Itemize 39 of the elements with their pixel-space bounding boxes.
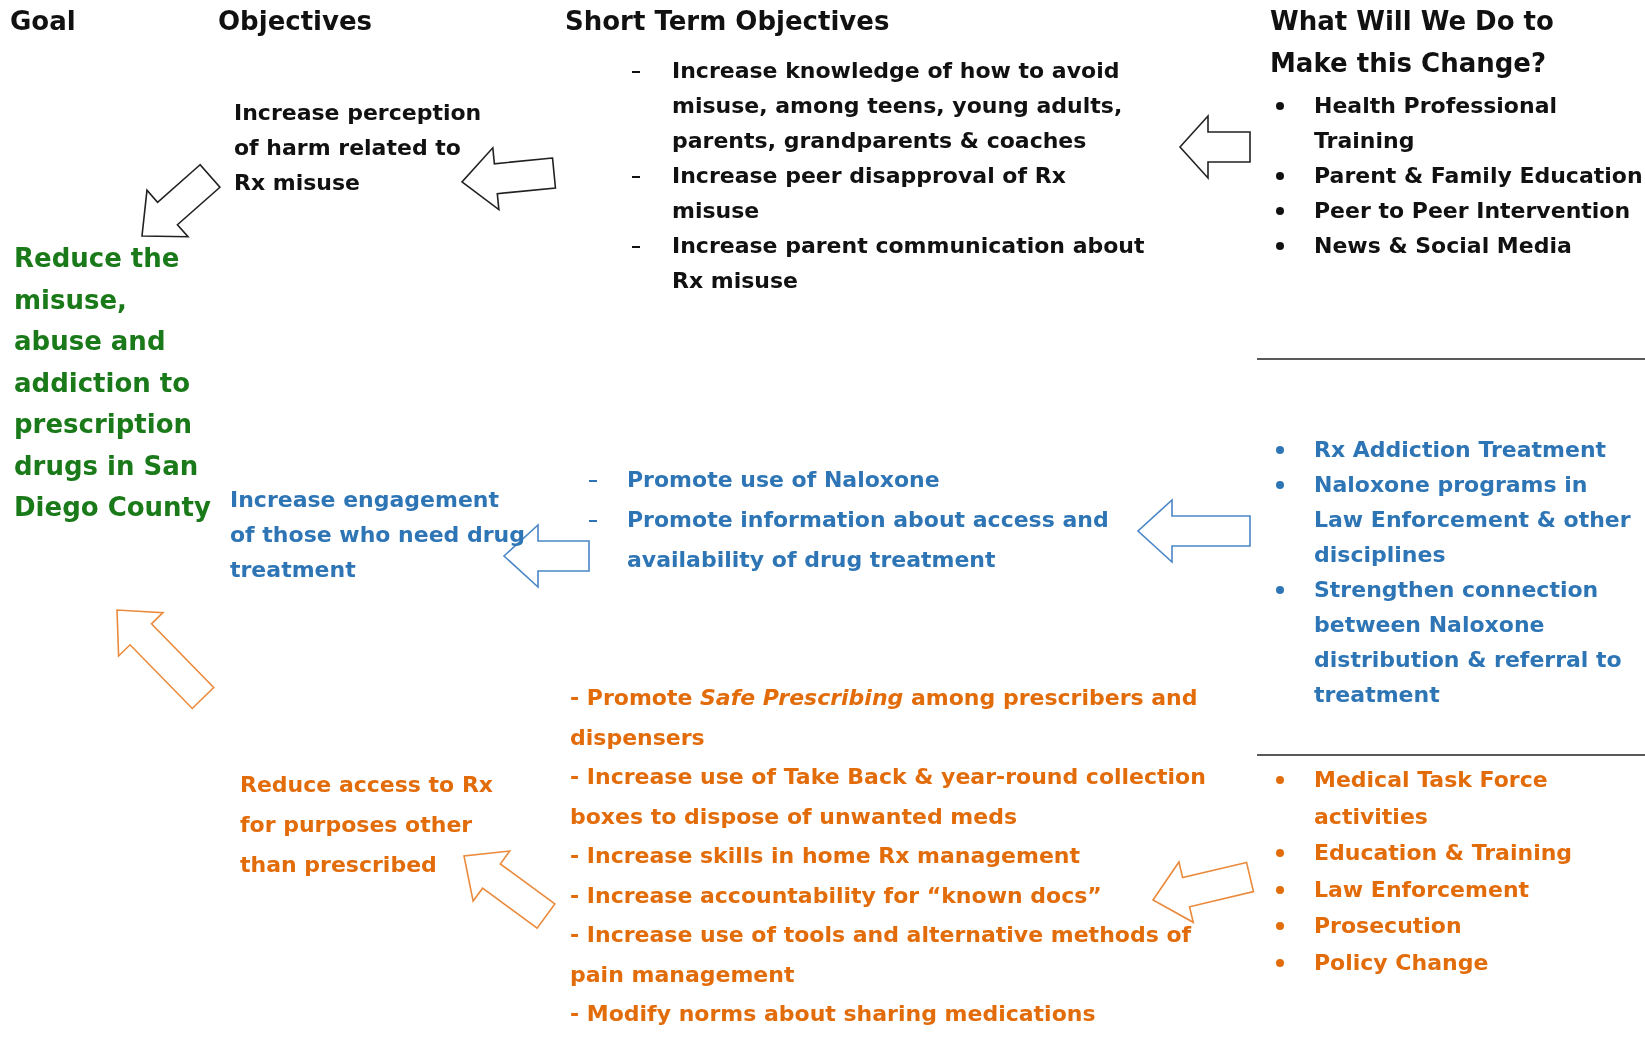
goal-text: Reduce the misuse, abuse and addiction to prescription drugs in San Diego County [14, 238, 214, 529]
list-item: - Increase skills in home Rx management [570, 842, 1081, 870]
list-item: Rx Addiction Treatment [1314, 436, 1608, 464]
list-item: Promote information about access and availability of drug treatment [627, 506, 1110, 574]
column-heading: Short Term Objectives [565, 5, 890, 38]
list-item: Parent & Family Education [1314, 162, 1644, 190]
block-arrow [460, 145, 557, 212]
block-arrow [502, 523, 590, 589]
list-item: - Modify norms about sharing medications [570, 1000, 1097, 1028]
list-item: Increase peer disapproval of Rx misuse [672, 162, 1067, 225]
list-item: Peer to Peer Intervention [1314, 197, 1632, 225]
list-item: - Increase use of tools and alternative methods of pain management [570, 921, 1193, 989]
column-heading: Objectives [218, 5, 373, 38]
block-arrow [1178, 113, 1251, 181]
objective-text: Reduce access to Rx for purposes other than prescribed [240, 765, 500, 885]
objective-text: Increase engagement of those who need drug treatment [230, 482, 530, 587]
block-arrow [1151, 860, 1255, 924]
block-arrow [116, 609, 215, 710]
block-arrow [463, 850, 556, 930]
objective-text: Increase perception of harm related to Rx misuse [234, 95, 494, 200]
list-item: Increase knowledge of how to avoid misuse, among teens, young adults, parents, grandparents & coaches [672, 57, 1124, 155]
list-item: Education & Training [1314, 839, 1574, 867]
list-item: Medical Task Force activities [1314, 766, 1549, 831]
list-item: Policy Change [1314, 948, 1490, 977]
list-item: Naloxone programs in Law Enforcement & other disciplines [1314, 471, 1632, 569]
list-item: Promote use of Naloxone [627, 466, 941, 494]
list-item: Increase parent communication about Rx misuse [672, 232, 1146, 295]
list-item: News & Social Media [1314, 232, 1573, 260]
block-arrow [1136, 498, 1251, 564]
column-heading: What Will We Do to Make this Change? [1270, 5, 1555, 80]
list-item: - Promote Safe Prescribing among prescribers and dispensers [570, 684, 1199, 752]
list-item: Law Enforcement [1314, 875, 1531, 904]
list-item: - Increase accountability for “known docs” [570, 881, 1103, 910]
list-item: - Increase use of Take Back & year-round collection boxes to dispose of unwanted meds [570, 763, 1207, 831]
column-heading: Goal [10, 5, 76, 38]
list-item: Prosecution [1314, 912, 1463, 940]
list-item: Strengthen connection between Naloxone distribution & referral to treatment [1314, 576, 1623, 709]
list-item: Health Professional Training [1314, 92, 1559, 155]
block-arrow [141, 163, 222, 238]
